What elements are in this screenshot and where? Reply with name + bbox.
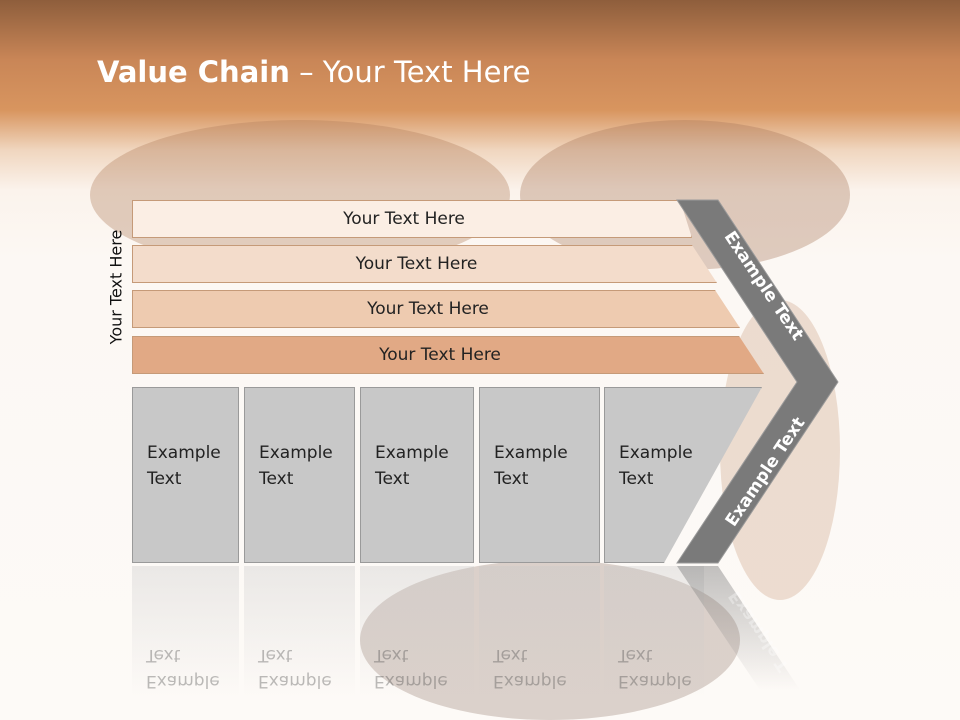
box-3-line1: Example — [375, 443, 449, 463]
band-2: Your Text Here — [132, 245, 717, 283]
box-5-line2: Text — [619, 469, 654, 489]
band-3: Your Text Here — [132, 290, 740, 328]
slide-title: Value Chain – Your Text Here — [97, 55, 531, 89]
band-1-label: Your Text Here — [343, 209, 465, 229]
band-3-label: Your Text Here — [367, 299, 489, 319]
title-rest: – Your Text Here — [289, 55, 531, 89]
box-2-line2: Text — [259, 469, 294, 489]
box-1-line1: Example — [147, 443, 221, 463]
background-photo-shape — [360, 560, 740, 720]
box-3-line2: Text — [375, 469, 410, 489]
title-bold: Value Chain — [97, 55, 290, 89]
box-2-line1: Example — [259, 443, 333, 463]
box-5-line1: Example — [619, 443, 693, 463]
band-4: Your Text Here — [132, 336, 764, 374]
box-4-line2: Text — [494, 469, 529, 489]
box-4-line1: Example — [494, 443, 568, 463]
box-1-line2: Text — [147, 469, 182, 489]
chevron-reflection — [677, 566, 800, 690]
band-2-label: Your Text Here — [355, 254, 478, 274]
chevron-shape — [676, 199, 839, 564]
band-4-label: Your Text Here — [379, 345, 501, 365]
band-1: Your Text Here — [132, 200, 692, 238]
